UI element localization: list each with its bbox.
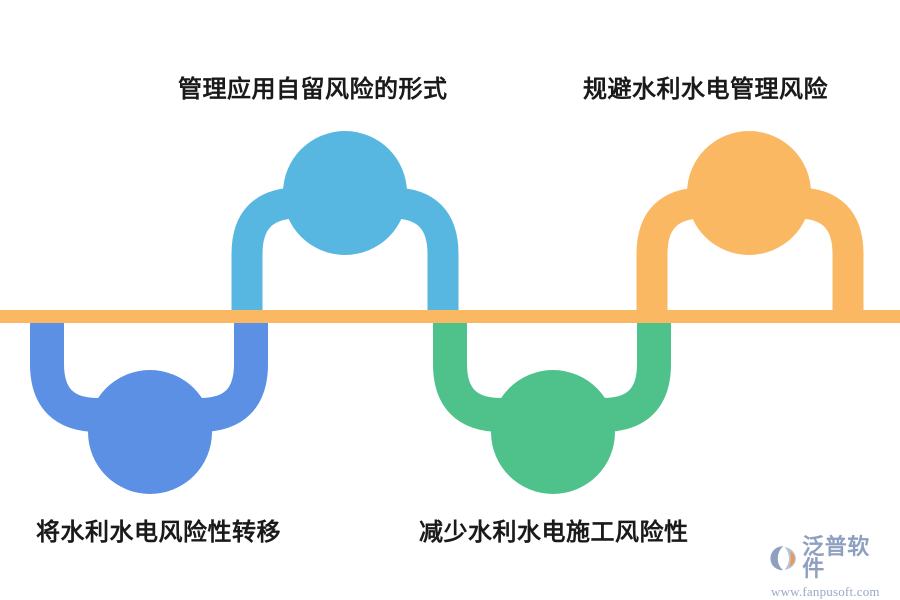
node-shape-bottom-right[interactable] <box>433 310 671 494</box>
node-label-top-left: 管理应用自留风险的形式 <box>178 76 448 103</box>
node-shape-bottom-left[interactable] <box>30 310 268 494</box>
brand-url: www.fanpusoft.com <box>771 584 880 599</box>
node-circle-bottom-left <box>88 370 212 494</box>
node-label-top-right: 规避水利水电管理风险 <box>583 76 828 103</box>
horizontal-baseline <box>0 310 900 323</box>
brand-name: 泛普软件 <box>802 534 870 581</box>
node-label-bottom-right: 减少水利水电施工风险性 <box>419 519 689 546</box>
brand-row: 泛普软件 <box>770 536 890 580</box>
brand-watermark: 泛普软件 www.fanpusoft.com <box>770 536 890 598</box>
node-circle-top-right <box>687 131 811 255</box>
fanpu-swoosh-logo-icon <box>770 546 796 571</box>
node-label-bottom-left: 将水利水电风险性转移 <box>36 519 281 546</box>
node-shape-top-right[interactable] <box>636 131 864 322</box>
node-circle-top-left <box>283 131 407 255</box>
node-shape-top-left[interactable] <box>231 131 459 322</box>
node-circle-bottom-right <box>491 370 615 494</box>
